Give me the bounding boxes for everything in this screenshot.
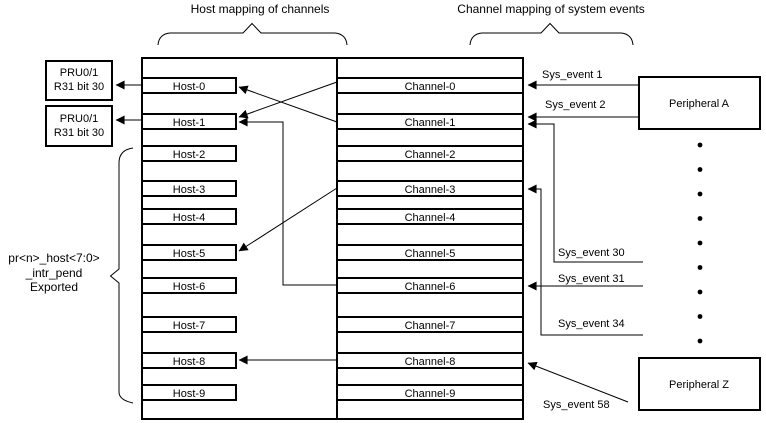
host-box-list: Host-0 Host-1 Host-2 Host-3 Host-4 Host-… (141, 77, 237, 401)
host-label-6: Host-6 (173, 281, 205, 293)
sys-event-31-label: Sys_event 31 (558, 273, 625, 285)
host-box-8 (141, 352, 237, 369)
sys-event-34-label: Sys_event 34 (558, 318, 625, 330)
arrow-channel0-to-host1 (238, 81, 338, 119)
pru-output-box-top (45, 60, 113, 101)
host-label-4: Host-4 (173, 212, 205, 224)
host-box-0 (141, 77, 237, 94)
channel-label-5: Channel-5 (405, 248, 456, 260)
channel-label-9: Channel-9 (405, 388, 456, 400)
exported-hosts-brace (109, 147, 134, 404)
channel-label-0: Channel-0 (405, 81, 456, 93)
arrow-sysevent34-to-channel3 (527, 184, 643, 336)
channel-mapping-title: Channel mapping of system events (457, 2, 644, 16)
pru-output-box-bottom (45, 105, 113, 147)
host-label-3: Host-3 (173, 184, 205, 196)
host-label-1: Host-1 (173, 117, 205, 129)
ellipsis-dot (697, 338, 703, 344)
ellipsis-dot (697, 265, 703, 270)
peripheral-z-label: Peripheral Z (669, 379, 729, 391)
pru-output-box-bottom-line1: PRU0/1 (60, 113, 99, 125)
channel-box-5 (336, 244, 524, 261)
channel-mapping-brace (469, 22, 634, 46)
sys-event-2-label: Sys_event 2 (545, 99, 606, 111)
sys-event-1-label: Sys_event 1 (542, 69, 603, 81)
peripheral-ellipsis-dots (697, 142, 703, 344)
channel-label-1: Channel-1 (405, 117, 456, 129)
channel-label-4: Channel-4 (405, 212, 456, 224)
ellipsis-dot (697, 216, 703, 221)
exported-label-line3: Exported (30, 280, 78, 294)
channel-box-0 (336, 77, 524, 94)
ellipsis-dot (697, 142, 703, 148)
sys-event-58-label: Sys_event 58 (543, 399, 610, 411)
host-label-0: Host-0 (173, 81, 205, 93)
channel-box-list: Channel-0 Channel-1 Channel-2 Channel-3 … (336, 77, 524, 401)
peripheral-a-box (638, 76, 761, 130)
channel-box-2 (336, 145, 524, 162)
peripheral-a-label: Peripheral A (669, 98, 730, 110)
ellipsis-dot (697, 167, 703, 172)
host-label-2: Host-2 (173, 149, 205, 161)
exported-label-line2: _intr_pend (25, 266, 83, 280)
arrow-sysevent30-to-channel1 (527, 119, 643, 263)
ellipsis-dot (697, 191, 703, 197)
channel-box-9 (336, 384, 524, 401)
arrow-channel6-to-host1 (238, 117, 337, 286)
host-box-4 (141, 208, 237, 225)
host-box-5 (141, 244, 237, 261)
arrow-sysevent58-to-channel8 (527, 361, 629, 403)
arrow-channel1-to-host0 (238, 85, 338, 123)
channel-label-2: Channel-2 (405, 149, 456, 161)
exported-label-line1: pr<n>_host<7:0> (8, 251, 99, 265)
ellipsis-dot (697, 314, 703, 319)
channel-label-8: Channel-8 (405, 356, 456, 368)
sys-event-30-label: Sys_event 30 (558, 247, 625, 259)
host-label-9: Host-9 (173, 388, 205, 400)
host-box-7 (141, 316, 237, 333)
ellipsis-dot (697, 289, 703, 295)
host-label-5: Host-5 (173, 248, 205, 260)
host-box-2 (141, 145, 237, 162)
pru-output-box-top-line1: PRU0/1 (60, 67, 99, 79)
channel-label-3: Channel-3 (405, 184, 456, 196)
pru-output-box-bottom-line2: R31 bit 30 (54, 127, 104, 139)
ellipsis-dot (697, 240, 703, 246)
arrow-channel3-to-host5 (238, 187, 338, 252)
pru-output-box-top-line2: R31 bit 30 (54, 81, 104, 93)
channel-box-7 (336, 316, 524, 333)
host-box-9 (141, 384, 237, 401)
channel-label-6: Channel-6 (405, 281, 456, 293)
host-mapping-brace (157, 22, 348, 46)
host-box-1 (141, 113, 237, 130)
host-label-7: Host-7 (173, 320, 205, 332)
host-mapping-title: Host mapping of channels (191, 2, 330, 16)
channel-label-7: Channel-7 (405, 320, 456, 332)
peripheral-z-box (638, 357, 761, 411)
host-box-3 (141, 180, 237, 197)
host-label-8: Host-8 (173, 356, 205, 368)
channel-box-4 (336, 208, 524, 225)
host-box-6 (141, 277, 237, 294)
